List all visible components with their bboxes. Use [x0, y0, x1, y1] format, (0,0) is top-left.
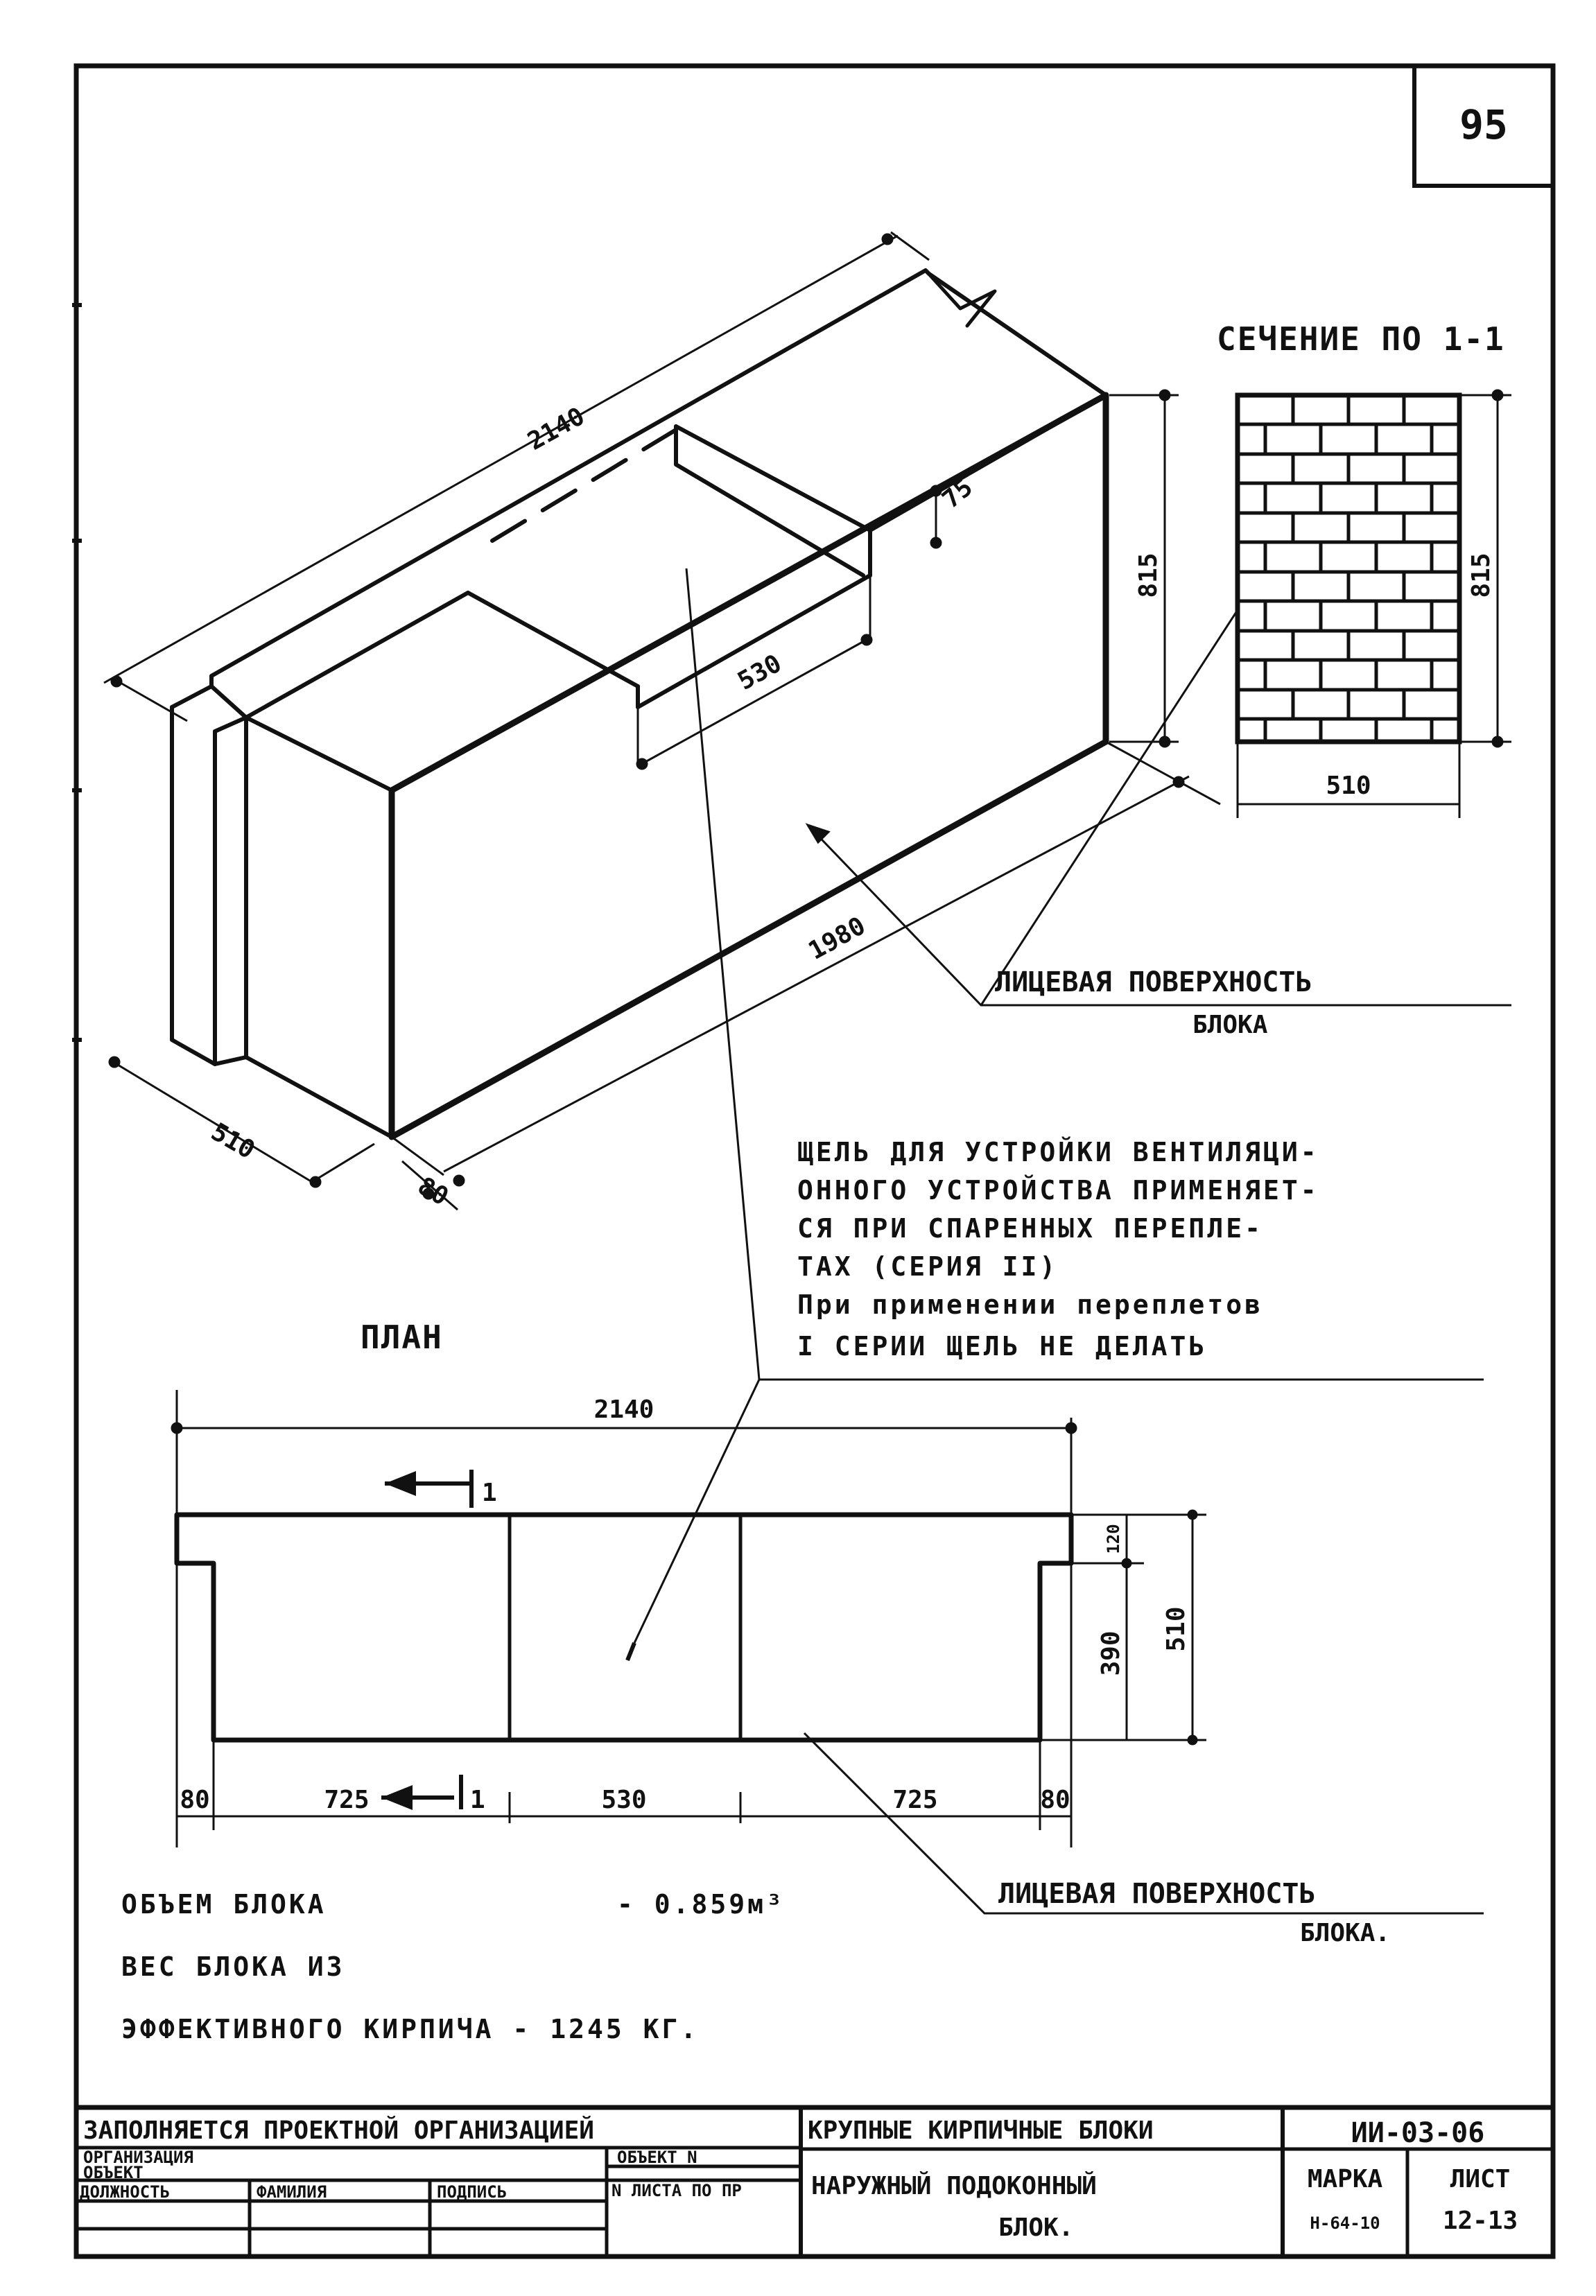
- dim-plan-seg-4: 725: [892, 1786, 937, 1814]
- section-brick: [1235, 392, 1462, 745]
- face-label-1-line1: ЛИЦЕВАЯ ПОВЕРХНОСТЬ: [995, 966, 1312, 998]
- iso-block: [170, 268, 1109, 1140]
- dim-plan-seg-1: 80: [180, 1786, 209, 1814]
- tb-mark-label: МАРКА: [1308, 2165, 1383, 2193]
- dim-iso-length-bottom: 1980: [804, 912, 870, 966]
- dim-section-height-right: 815: [1467, 553, 1495, 598]
- dim-plan-seg-3: 530: [601, 1786, 646, 1814]
- note-line-6: I СЕРИИ ЩЕЛЬ НЕ ДЕЛАТЬ: [797, 1331, 1207, 1362]
- face-label-2-line2: БЛОКА.: [1300, 1919, 1390, 1947]
- plan-outline: [174, 1512, 1074, 1743]
- tb-org: ОРГАНИЗАЦИЯ: [83, 2148, 193, 2167]
- dim-iso-slot-depth: 75: [937, 473, 978, 514]
- weight-line-2: ЭФФЕКТИВНОГО КИРПИЧА - 1245 КГ.: [121, 2014, 699, 2044]
- section-dimensions: [1109, 389, 1511, 818]
- tb-col-name: ФАМИЛИЯ: [257, 2182, 327, 2202]
- section-title: СЕЧЕНИЕ ПО 1-1: [1217, 320, 1505, 358]
- tb-title-3: БЛОК.: [998, 2214, 1073, 2242]
- face-label-1-line2: БЛОКА: [1192, 1011, 1268, 1039]
- tb-obj: ОБЪЕКТ: [83, 2163, 144, 2182]
- tb-obj-no: ОБЪЕКТ N: [617, 2148, 697, 2167]
- note-line-2: ОННОГО УСТРОЙСТВА ПРИМЕНЯЕТ-: [797, 1175, 1319, 1206]
- sheet-number: 95: [1459, 101, 1508, 148]
- plan-partitions: [508, 1515, 743, 1740]
- section-cut-marks: [381, 1470, 474, 1810]
- dim-iso-quarter: 80: [413, 1172, 453, 1211]
- note-line-4: ТАХ (СЕРИЯ II): [797, 1251, 1058, 1282]
- iso-end-face: [244, 715, 394, 1139]
- volume-value: - 0.859м³: [617, 1889, 785, 1920]
- plan-dimensions: [171, 1390, 1206, 1847]
- tb-mark: Н-64-10: [1310, 2214, 1380, 2233]
- plan-title: ПЛАН: [361, 1319, 443, 1356]
- frame: [72, 63, 1556, 2259]
- dim-plan-h-top: 120: [1104, 1524, 1123, 1554]
- dim-section-height-left: 815: [1134, 553, 1163, 598]
- tb-title-1: КРУПНЫЕ КИРПИЧНЫЕ БЛОКИ: [808, 2116, 1154, 2145]
- section-mark-top: 1: [482, 1479, 497, 1507]
- tb-col-position: ДОЛЖНОСТЬ: [80, 2182, 170, 2202]
- dim-section-width: 510: [1326, 772, 1371, 800]
- dim-iso-depth: 510: [207, 1117, 260, 1165]
- note-line-1: ЩЕЛЬ ДЛЯ УСТРОЙКИ ВЕНТИЛЯЦИ-: [797, 1137, 1319, 1167]
- dim-plan-overall: 2140: [594, 1395, 654, 1424]
- tb-fill-header: ЗАПОЛНЯЕТСЯ ПРОЕКТНОЙ ОРГАНИЗАЦИЕЙ: [83, 2116, 594, 2145]
- tb-title-2: НАРУЖНЫЙ ПОДОКОННЫЙ: [811, 2171, 1097, 2200]
- note-line-3: СЯ ПРИ СПАРЕННЫХ ПЕРЕПЛЕ-: [797, 1213, 1263, 1244]
- dim-plan-h-bottom: 390: [1097, 1630, 1125, 1676]
- tb-col-signature: ПОДПИСЬ: [437, 2182, 507, 2202]
- dim-plan-seg-2: 725: [324, 1786, 369, 1814]
- section-mark-bottom: 1: [470, 1786, 485, 1814]
- leaders: [625, 568, 1511, 1915]
- note-line-5: При применении переплетов: [797, 1289, 1263, 1320]
- face-label-2-line1: ЛИЦЕВАЯ ПОВЕРХНОСТЬ: [998, 1878, 1316, 1910]
- title-block: [76, 2105, 1553, 2256]
- dim-plan-h-total: 510: [1162, 1606, 1190, 1651]
- volume-label: ОБЪЕМ БЛОКА: [121, 1889, 327, 1920]
- slot-note: ЩЕЛЬ ДЛЯ УСТРОЙКИ ВЕНТИЛЯЦИ- ОННОГО УСТР…: [797, 1137, 1319, 1362]
- dim-iso-length-top: 2140: [523, 402, 589, 456]
- tb-sheet: 12-13: [1443, 2207, 1518, 2235]
- dim-plan-seg-5: 80: [1040, 1786, 1070, 1814]
- tb-code: ИИ-03-06: [1351, 2117, 1485, 2149]
- weight-line-1: ВЕС БЛОКА ИЗ: [121, 1951, 345, 1982]
- tb-sheet-label: ЛИСТ: [1450, 2165, 1511, 2193]
- iso-dimensions: [103, 231, 1221, 1211]
- tb-sheet-pp: N ЛИСТА ПО ПР: [611, 2181, 742, 2200]
